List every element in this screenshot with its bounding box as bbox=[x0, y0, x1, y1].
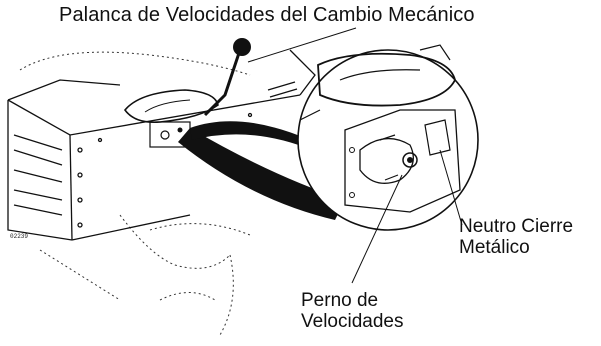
magnifier-cone-upper bbox=[190, 121, 312, 150]
leader-lines bbox=[247, 27, 463, 284]
callout-neutral-lock-line2: Metálico bbox=[459, 237, 530, 259]
body-dotted-outline bbox=[19, 51, 251, 336]
shift-lever bbox=[123, 38, 251, 148]
callout-shift-bolt-line2: Velocidades bbox=[301, 311, 404, 333]
callout-neutral-lock-line1: Neutro Cierre bbox=[459, 216, 574, 237]
callout-shift-bolt: Perno de Velocidades bbox=[301, 290, 403, 333]
callout-neutral-lock: Neutro Cierre Metálico bbox=[459, 216, 573, 259]
zoom-detail-circle bbox=[297, 44, 479, 231]
callout-shift-lever-title: Palanca de Velocidades del Cambio Mecáni… bbox=[59, 4, 475, 26]
figure-code: 02239 bbox=[10, 233, 29, 240]
callout-shift-bolt-line1: Perno de bbox=[301, 290, 379, 311]
chassis-frame bbox=[7, 49, 316, 241]
magnifier-cone bbox=[178, 128, 345, 220]
